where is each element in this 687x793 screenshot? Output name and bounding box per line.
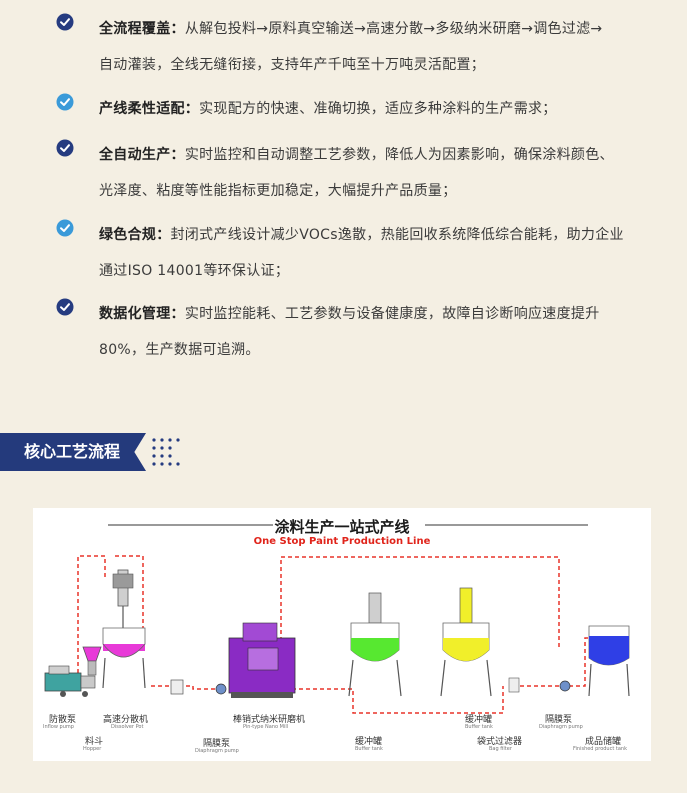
pipes <box>77 555 603 714</box>
pipe-inflow <box>77 555 106 680</box>
nano-mill-machine <box>228 622 296 698</box>
check-circle-icon <box>56 139 74 157</box>
feature-text: 全自动生产：实时监控和自动调整工艺参数，降低人为因素影响，确保涂料颜色、 光泽度… <box>99 137 659 209</box>
feature-desc-line2: 自动灌装，全线无缝衔接，支持年产千吨至十万吨灵活配置； <box>99 57 486 73</box>
feature-desc-line1: 从解包投料→原料真空输送→高速分散→多级纳米研磨→调色过滤→ <box>184 21 603 37</box>
label-dissolver-en: Dissolver Pot <box>111 724 144 730</box>
label-dissolver: 高速分散机 <box>103 715 149 725</box>
diagram-subtitle: One Stop Paint Production Line <box>253 536 431 547</box>
production-line-diagram: 涂料生产一站式产线 One Stop Paint Production Line <box>33 508 651 761</box>
label-bag-filter: 袋式过滤器 <box>477 737 523 747</box>
label-hopper-en: Hopper <box>83 746 102 752</box>
feature-text: 产线柔性适配：实现配方的快速、准确切换，适应多种涂料的生产需求； <box>99 91 659 127</box>
label-bag-filter-en: Bag filter <box>489 746 512 752</box>
label-diaphragm-pump-1-en: Diaphragm pump <box>195 748 239 754</box>
label-nano-mill-en: Pin-type Nano Mill <box>243 724 289 730</box>
check-circle-icon <box>56 93 74 111</box>
feature-title: 产线柔性适配： <box>99 101 200 117</box>
section-header: 核心工艺流程 <box>0 433 184 471</box>
pipe-top <box>280 556 560 648</box>
dots-decoration-icon <box>152 438 180 466</box>
hopper-machine <box>82 646 102 676</box>
feature-desc-line1: 实时监控能耗、工艺参数与设备健康度，故障自诊断响应速度提升 <box>184 306 600 322</box>
pipe-to-pump1 <box>151 685 221 690</box>
feature-desc-line2: 光泽度、粘度等性能指标更加稳定，大幅提升产品质量； <box>99 183 457 199</box>
label-nano-mill: 棒销式纳米研磨机 <box>233 715 306 725</box>
label-buffer-tank-2: 缓冲罐 <box>465 715 493 725</box>
dissolver-machine <box>102 569 146 689</box>
feature-desc-line1: 实现配方的快速、准确切换，适应多种涂料的生产需求； <box>199 101 557 117</box>
label-inflow-pump-en: Inflow pump <box>43 724 74 730</box>
feature-text: 数据化管理：实时监控能耗、工艺参数与设备健康度，故障自诊断响应速度提升 80%，… <box>99 296 659 368</box>
section-title: 核心工艺流程 <box>0 433 147 471</box>
feature-text: 绿色合规：封闭式产线设计减少VOCs逸散，热能回收系统降低综合能耗，助力企业 通… <box>99 217 659 289</box>
label-diaphragm-pump-1: 隔膜泵 <box>203 739 231 749</box>
buffer-tank-yellow <box>440 587 520 697</box>
diagram-drawing <box>44 524 630 714</box>
label-diaphragm-pump-2: 隔膜泵 <box>545 715 573 725</box>
buffer-tank-green <box>348 592 402 697</box>
feature-desc-line1: 实时监控和自动调整工艺参数，降低人为因素影响，确保涂料颜色、 <box>184 147 614 163</box>
check-circle-icon <box>56 219 74 237</box>
label-buffer-tank-2-en: Buffer tank <box>465 724 493 730</box>
check-circle-icon <box>56 13 74 31</box>
finished-product-tank <box>588 625 630 697</box>
pipe-feed <box>115 555 144 628</box>
feature-title: 数据化管理： <box>99 306 185 322</box>
label-buffer-tank-1-en: Buffer tank <box>355 746 383 752</box>
label-hopper: 料斗 <box>85 737 104 747</box>
diaphragm-pump-1 <box>170 679 227 695</box>
feature-desc-line1: 封闭式产线设计减少VOCs逸散，热能回收系统降低综合能耗，助力企业 <box>170 227 624 243</box>
label-finished-tank-en: Finished product tank <box>573 746 627 752</box>
feature-title: 全流程覆盖： <box>99 21 185 37</box>
feature-text: 全流程覆盖：从解包投料→原料真空输送→高速分散→多级纳米研磨→调色过滤→ 自动灌… <box>99 11 659 83</box>
label-buffer-tank-1: 缓冲罐 <box>355 737 383 747</box>
feature-desc-line2: 80%，生产数据可追溯。 <box>99 342 260 358</box>
check-circle-icon <box>56 298 74 316</box>
label-finished-tank: 成品储罐 <box>585 737 622 747</box>
label-inflow-pump: 防散泵 <box>49 715 77 725</box>
diaphragm-pump-2 <box>559 680 571 692</box>
feature-desc-line2: 通过ISO 14001等环保认证； <box>99 263 290 279</box>
pipe-bottom <box>285 686 504 714</box>
diagram-title: 涂料生产一站式产线 <box>274 518 410 536</box>
feature-title: 绿色合规： <box>99 227 171 243</box>
inflow-pump-machine <box>44 665 96 697</box>
label-diaphragm-pump-2-en: Diaphragm pump <box>539 724 583 730</box>
feature-title: 全自动生产： <box>99 147 185 163</box>
